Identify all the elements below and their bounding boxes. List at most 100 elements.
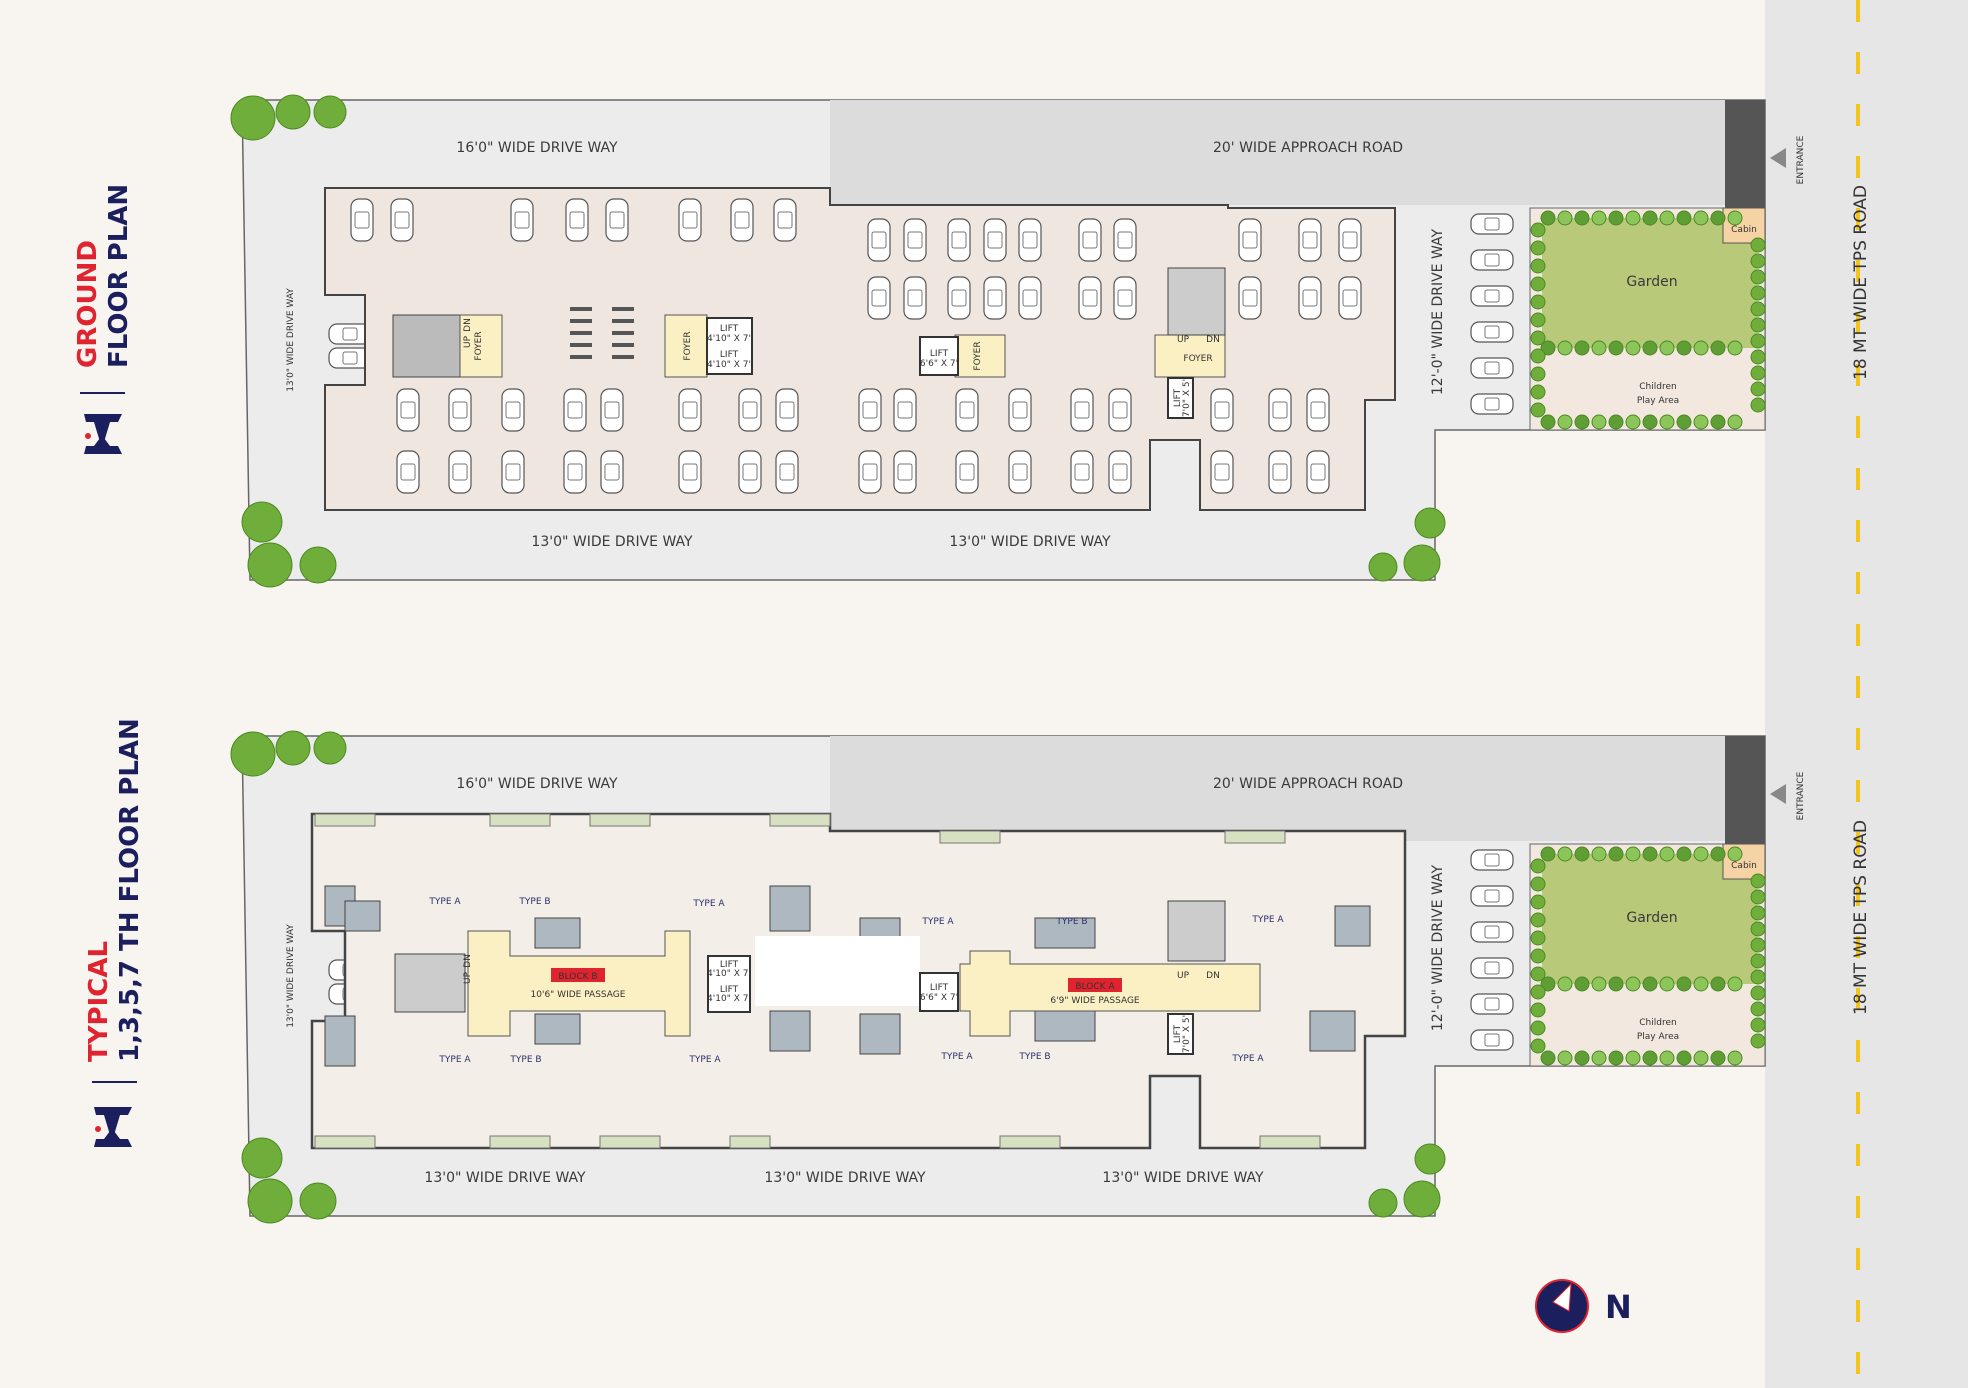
car-roof: [682, 401, 698, 419]
car-roof: [734, 211, 750, 229]
tree-icon: [1676, 414, 1692, 430]
balcony: [729, 1135, 771, 1149]
lift: [707, 955, 751, 1013]
lift: [1167, 1013, 1194, 1055]
tree-icon: [1642, 976, 1658, 992]
unit-type-label: TYPE A: [688, 1055, 721, 1065]
car-icon: [1470, 957, 1514, 979]
car-body: [1470, 885, 1514, 907]
car-icon: [1338, 218, 1362, 262]
car-icon: [903, 218, 927, 262]
car-icon: [1470, 249, 1514, 271]
car-body: [501, 450, 525, 494]
car-icon: [1268, 388, 1292, 432]
car-icon: [396, 388, 420, 432]
tree-icon: [1574, 976, 1590, 992]
car-body: [1070, 388, 1094, 432]
tree-icon: [1750, 873, 1766, 889]
car-body: [678, 450, 702, 494]
car-roof: [907, 231, 923, 249]
car-body: [1298, 218, 1322, 262]
car-roof: [682, 463, 698, 481]
unit-type-label: TYPE A: [1231, 1054, 1264, 1064]
car-body: [1078, 218, 1102, 262]
tree-icon: [1608, 976, 1624, 992]
tree-icon: [1625, 340, 1641, 356]
tree-icon: [1676, 340, 1692, 356]
balcony: [769, 813, 831, 827]
car-icon: [1210, 388, 1234, 432]
tree-icon: [1750, 889, 1766, 905]
car-icon: [678, 388, 702, 432]
tree-icon: [1530, 948, 1546, 964]
car-icon: [1470, 357, 1514, 379]
car-body: [955, 450, 979, 494]
car-roof: [862, 463, 878, 481]
car-icon: [867, 218, 891, 262]
car-body: [903, 218, 927, 262]
lift-size: 4'10" X 7': [707, 334, 751, 344]
car-icon: [1008, 388, 1032, 432]
car-roof: [1214, 401, 1230, 419]
car-roof: [567, 401, 583, 419]
car-roof: [1074, 463, 1090, 481]
tree-icon: [1557, 210, 1573, 226]
tree-icon: [1710, 846, 1726, 862]
tree-icon: [1676, 976, 1692, 992]
tree-icon: [1727, 210, 1743, 226]
car-roof: [1342, 289, 1358, 307]
car-body: [773, 198, 797, 242]
car-body: [1018, 218, 1042, 262]
car-body: [1306, 450, 1330, 494]
tree-icon: [1642, 846, 1658, 862]
tps-road: [1765, 0, 1968, 1388]
tree-icon: [1693, 846, 1709, 862]
car-icon: [738, 450, 762, 494]
wet-area: [769, 1010, 811, 1052]
tree-icon: [1750, 237, 1766, 253]
play-area-label: Children: [1639, 382, 1676, 392]
car-roof: [1310, 463, 1326, 481]
unit-type-label: TYPE B: [518, 897, 550, 907]
dn-label: DN: [463, 954, 473, 968]
car-roof: [342, 327, 358, 341]
bike-icon: [570, 331, 592, 335]
wet-area: [859, 1013, 901, 1055]
car-roof: [1302, 231, 1318, 249]
tree-icon: [1750, 1001, 1766, 1017]
car-roof: [1012, 401, 1028, 419]
tree-icon: [1368, 1188, 1398, 1218]
tree-icon: [230, 95, 276, 141]
tree-icon: [230, 731, 276, 777]
tree-icon: [1530, 1020, 1546, 1036]
tree-icon: [1530, 348, 1546, 364]
car-icon: [867, 276, 891, 320]
balcony: [589, 813, 651, 827]
car-roof: [1484, 397, 1500, 411]
tree-icon: [1557, 414, 1573, 430]
car-icon: [730, 198, 754, 242]
tree-icon: [1557, 846, 1573, 862]
tree-icon: [1591, 414, 1607, 430]
tree-icon: [1530, 876, 1546, 892]
car-icon: [1113, 276, 1137, 320]
unit-type-label: TYPE A: [438, 1055, 471, 1065]
cabin-label: Cabin: [1731, 861, 1757, 871]
block-a-passage-label: 6'9" WIDE PASSAGE: [1050, 996, 1140, 1006]
bike-icon: [612, 355, 634, 359]
car-roof: [394, 211, 410, 229]
tree-icon: [1530, 912, 1546, 928]
tree-icon: [1710, 414, 1726, 430]
title-line-1: GROUND: [73, 240, 103, 368]
tree-icon: [1530, 258, 1546, 274]
car-icon: [1298, 276, 1322, 320]
car-body: [1470, 249, 1514, 271]
entrance-label: ENTRANCE: [1796, 135, 1806, 184]
tree-icon: [1727, 414, 1743, 430]
tree-icon: [1591, 210, 1607, 226]
car-icon: [563, 388, 587, 432]
tree-icon: [1574, 210, 1590, 226]
tree-icon: [1591, 976, 1607, 992]
car-roof: [1342, 231, 1358, 249]
tree-icon: [1608, 1050, 1624, 1066]
